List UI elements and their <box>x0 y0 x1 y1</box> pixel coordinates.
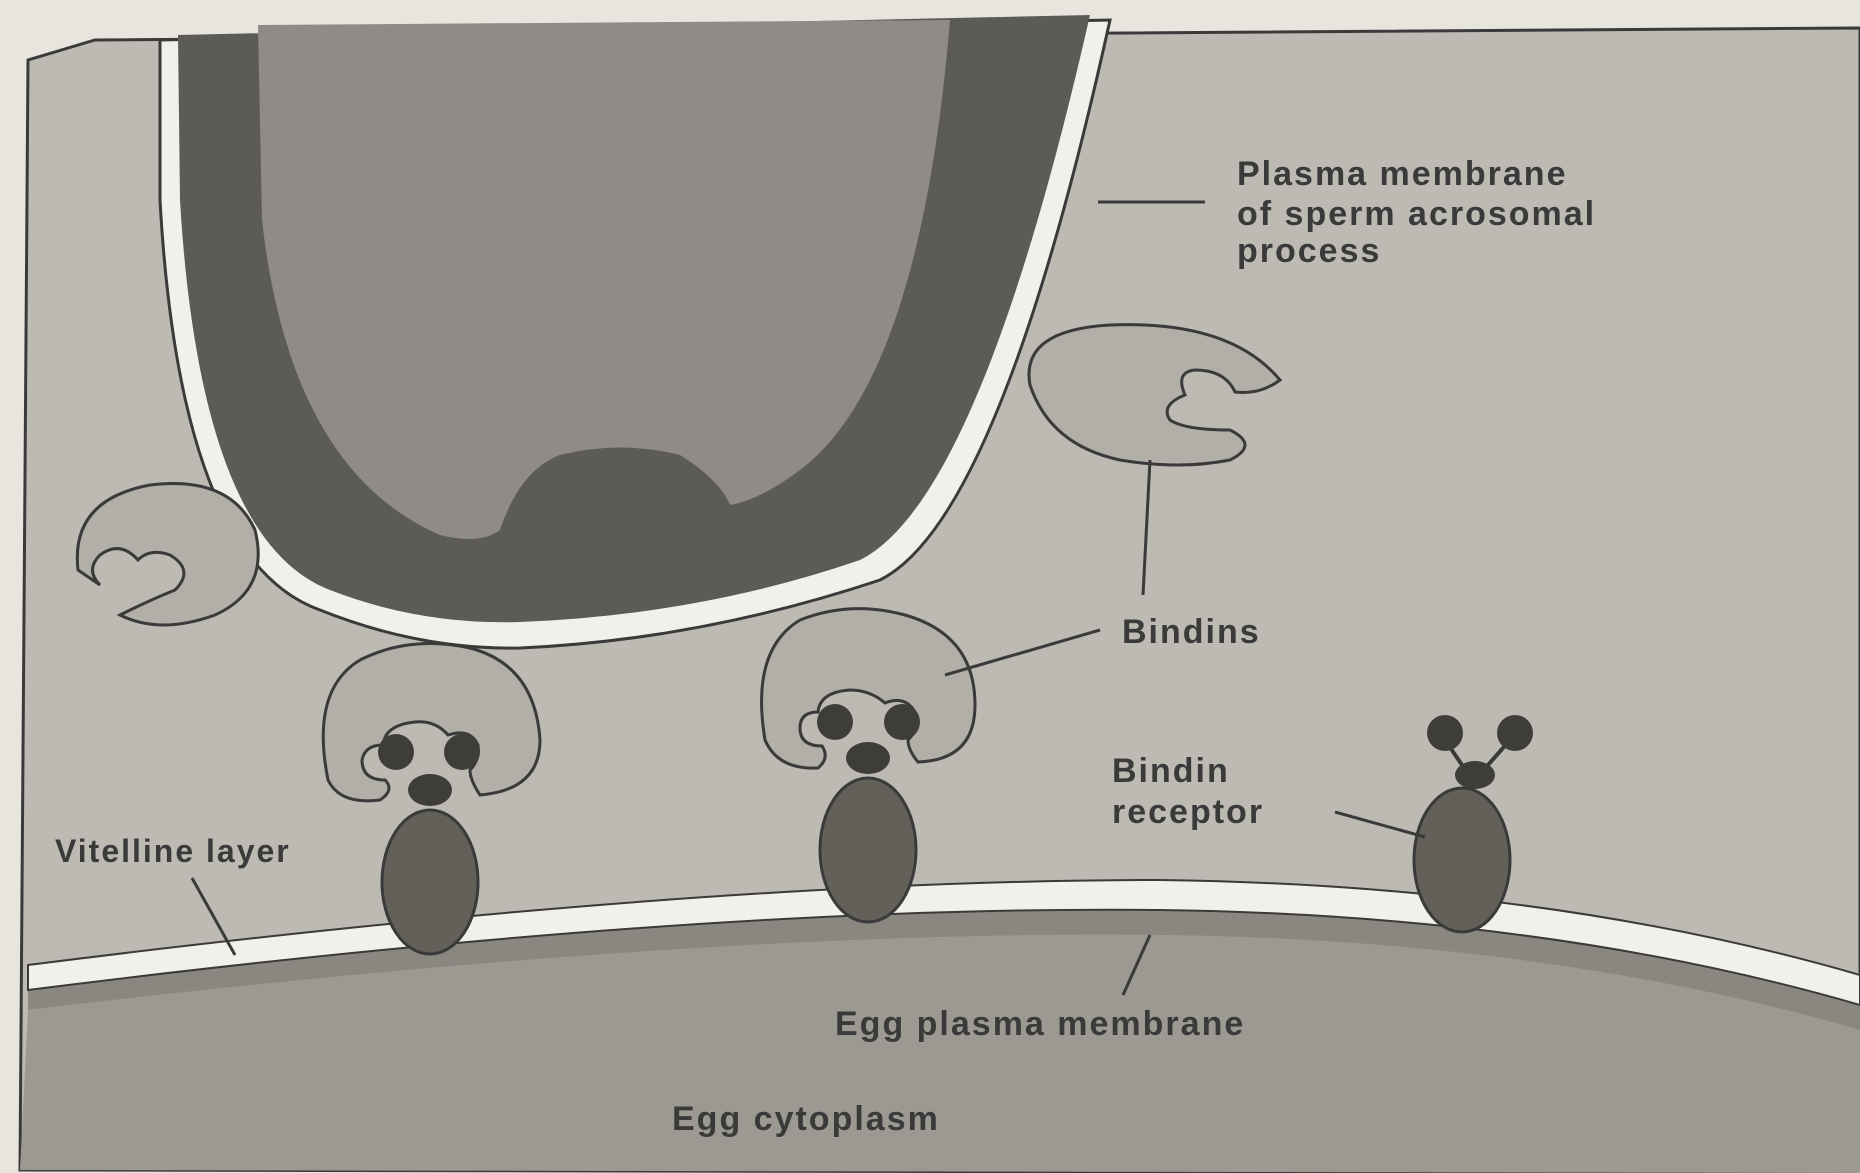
label-bindins: Bindins <box>1122 613 1261 651</box>
bindin-receptor-body-1 <box>382 810 478 954</box>
bindin-receptor-body-2 <box>820 778 916 922</box>
label-vitelline-layer: Vitelline layer <box>55 833 291 869</box>
label-egg-plasma-membrane: Egg plasma membrane <box>835 1005 1245 1043</box>
label-egg-cytoplasm: Egg cytoplasm <box>672 1100 940 1138</box>
